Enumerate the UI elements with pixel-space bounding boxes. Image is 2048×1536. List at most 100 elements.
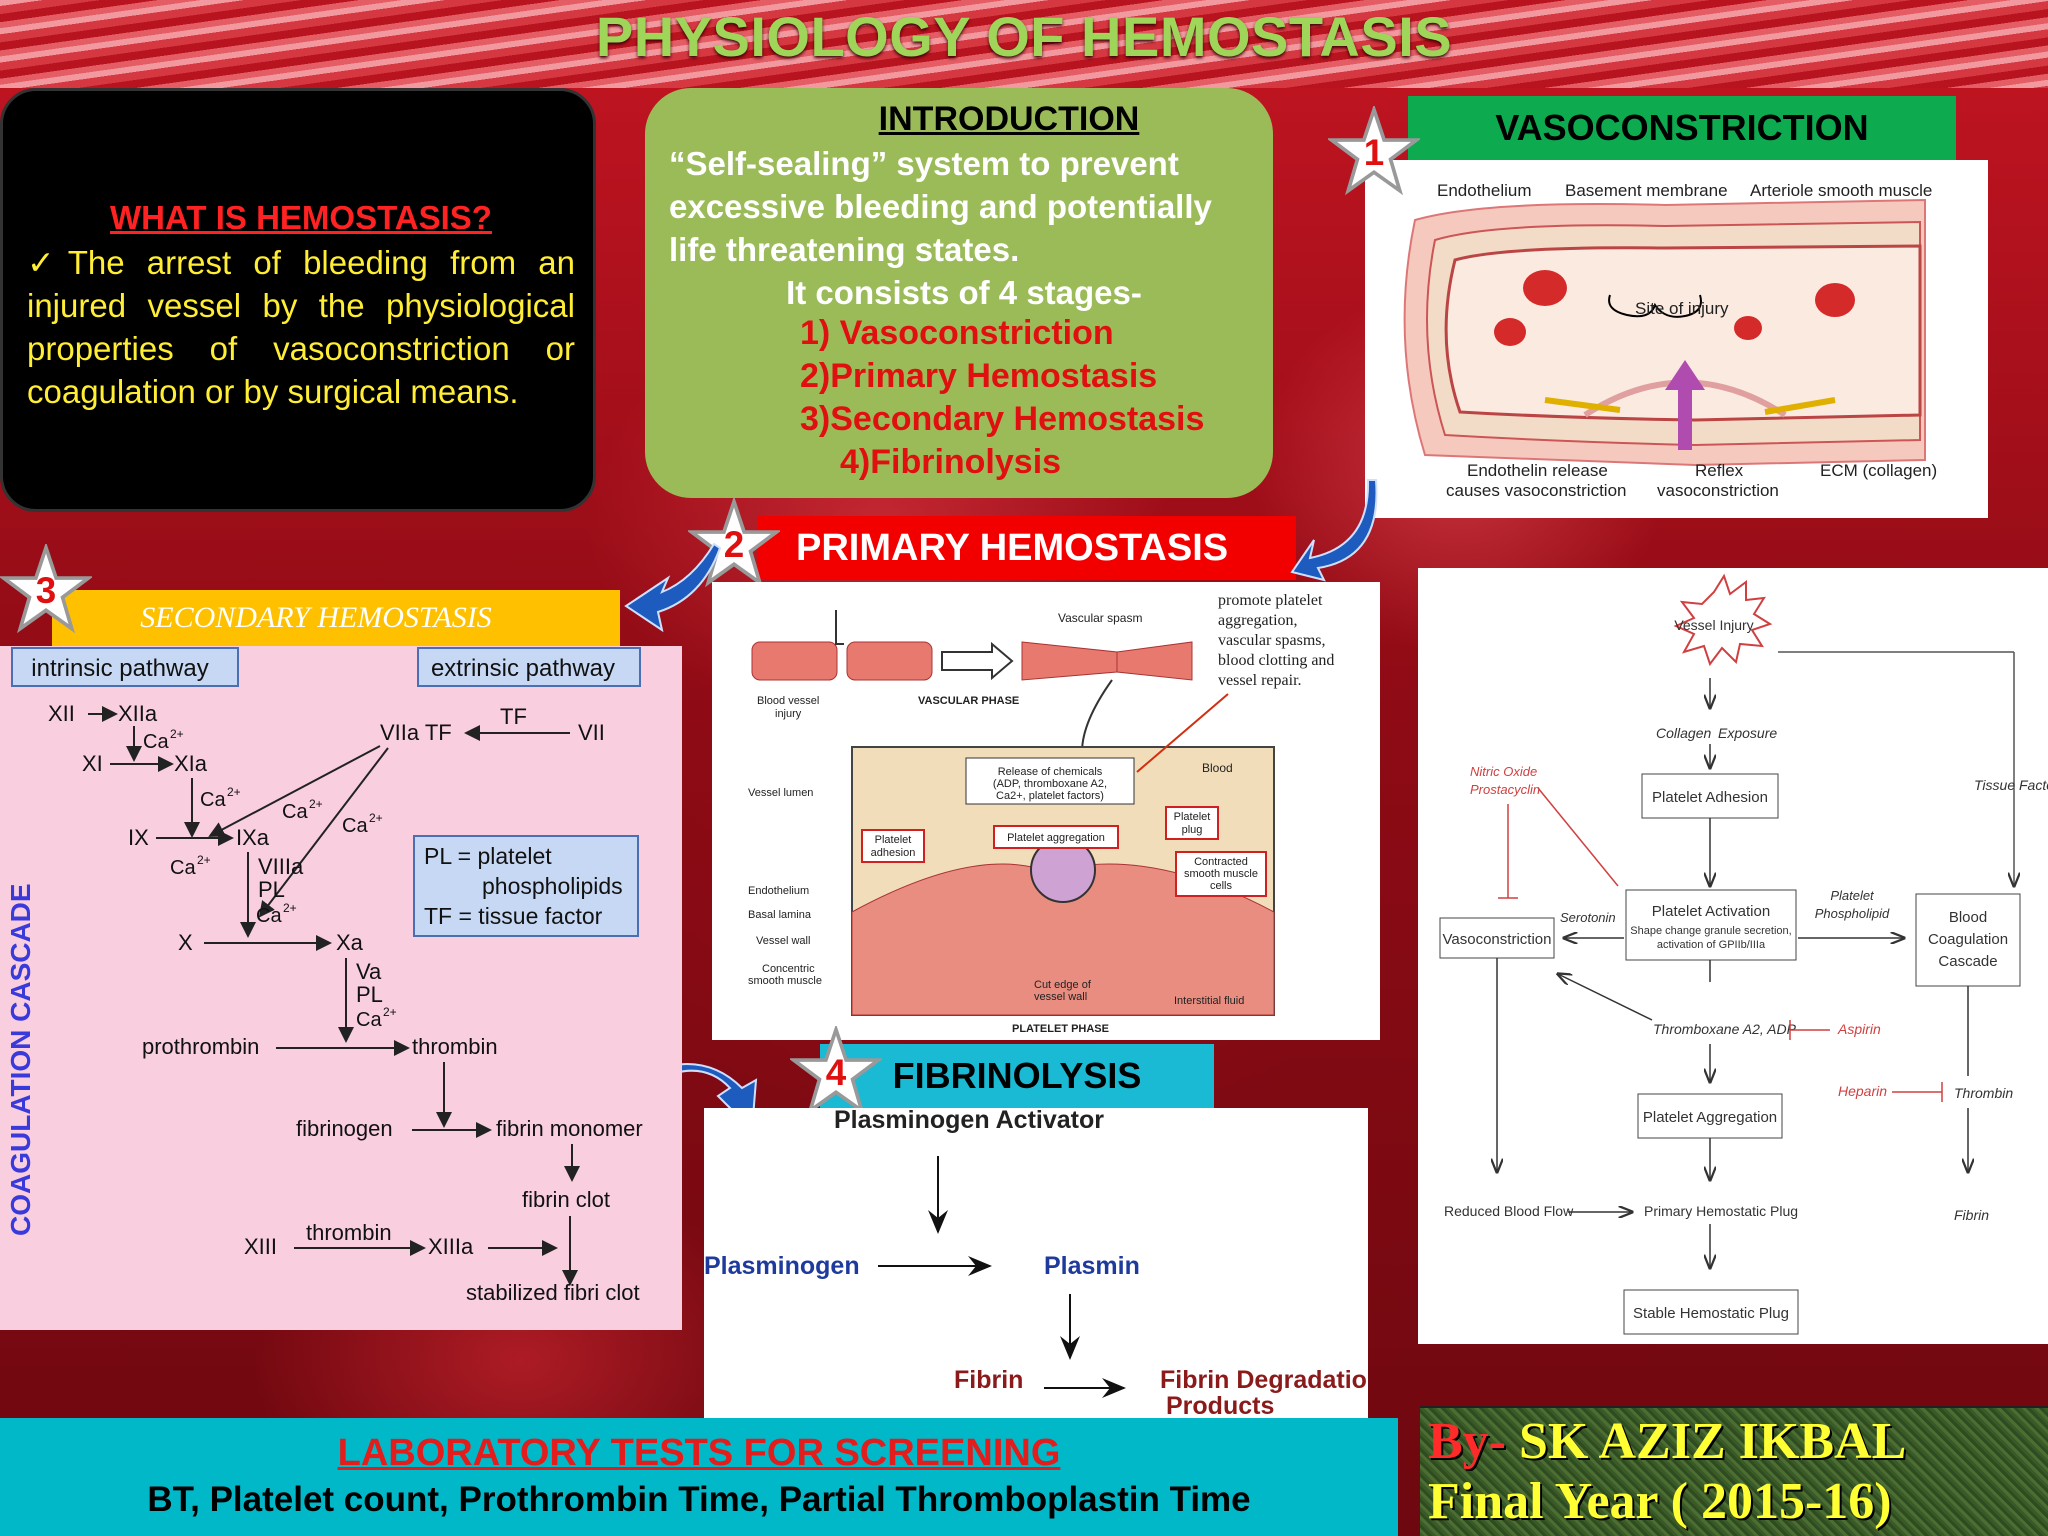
- ca-label: Ca: [256, 905, 282, 927]
- flow-platelet-phospho1: Platelet: [1830, 888, 1875, 903]
- legend-tf: TF = tissue factor: [424, 903, 603, 929]
- flow-collagen: Collagen: [1656, 725, 1711, 741]
- what-is-heading: WHAT IS HEMOSTASIS?: [110, 199, 492, 236]
- node-XIIIa: XIIIa: [428, 1234, 474, 1259]
- fib-plasminogen: Plasminogen: [704, 1252, 860, 1280]
- svg-text:2+: 2+: [309, 797, 323, 811]
- node-IXa: IXa: [236, 825, 270, 850]
- introduction-heading: INTRODUCTION: [878, 100, 1140, 138]
- node-X: X: [178, 930, 193, 955]
- flow-exposure: Exposure: [1718, 725, 1777, 741]
- intrinsic-pathway-label: intrinsic pathway: [31, 655, 208, 682]
- pri-label-concentric2: smooth muscle: [748, 975, 822, 987]
- fib-fdp1: Fibrin Degradation: [1160, 1366, 1368, 1394]
- flow-vessel-injury: Vessel Injury: [1674, 617, 1753, 633]
- stage-4-star-icon: 4: [790, 1026, 882, 1116]
- svg-text:2+: 2+: [383, 1005, 397, 1019]
- flow-blood1: Blood: [1949, 909, 1987, 926]
- stage-2-number: 2: [724, 524, 744, 565]
- ca-label: Ca: [342, 815, 368, 837]
- flow-blood3: Cascade: [1938, 953, 1997, 970]
- stage-4-number: 4: [826, 1052, 847, 1093]
- pri-label-basal-lamina: Basal lamina: [748, 909, 812, 921]
- flow-fibrin: Fibrin: [1954, 1207, 1989, 1223]
- pri-note-line: aggregation,: [1218, 612, 1298, 629]
- curved-arrow-icon: [624, 542, 722, 633]
- pri-note-line: blood clotting and: [1218, 652, 1334, 669]
- vaso-label-endothelin2: causes vasoconstriction: [1446, 481, 1626, 500]
- lab-text: BT, Platelet count, Prothrombin Time, Pa…: [147, 1480, 1251, 1519]
- node-VIIa-TF: VIIa TF: [380, 720, 452, 745]
- pri-label-cut-edge2: vessel wall: [1034, 991, 1087, 1003]
- author-line: By- SK AZIZ IKBAL: [1428, 1412, 1906, 1471]
- pri-label-plug1: Platelet: [1174, 811, 1211, 823]
- pri-label-vessel-wall: Vessel wall: [756, 935, 810, 947]
- ca-label: Ca: [356, 1009, 382, 1031]
- stage-1-star-icon: 1: [1328, 106, 1420, 196]
- svg-text:2+: 2+: [227, 785, 241, 799]
- flow-blood2: Coagulation: [1928, 931, 2008, 948]
- fibrinolysis-heading: FIBRINOLYSIS: [820, 1044, 1214, 1108]
- title-band: [0, 0, 2048, 88]
- author-year: Final Year ( 2015-16): [1428, 1473, 1892, 1530]
- pri-label-release1: Release of chemicals: [998, 766, 1103, 778]
- pri-label-plug2: plug: [1182, 824, 1203, 836]
- vaso-label-reflex1: Reflex: [1695, 461, 1744, 480]
- svg-text:2+: 2+: [369, 811, 383, 825]
- pri-note-line: vessel repair.: [1218, 672, 1302, 689]
- node-stabilized: stabilized fibri clot: [466, 1280, 640, 1305]
- introduction-line1: “Self-sealing” system to prevent excessi…: [669, 145, 1212, 268]
- vasoconstriction-heading: VASOCONSTRICTION: [1408, 96, 1956, 160]
- vaso-label-endothelin1: Endothelin release: [1467, 461, 1608, 480]
- pri-label-adhesion1: Platelet: [875, 834, 912, 846]
- stage-1-number: 1: [1364, 132, 1384, 173]
- what-is-hemostasis-box: WHAT IS HEMOSTASIS? ✓The arrest of bleed…: [0, 88, 596, 512]
- node-fibrin-monomer: fibrin monomer: [496, 1116, 643, 1141]
- flow-platelet-activation: Platelet Activation: [1652, 903, 1770, 920]
- flow-tissue-factor: Tissue Factor: [1974, 777, 2048, 793]
- what-is-text: ✓The arrest of bleeding from an injured …: [27, 244, 575, 410]
- flow-activation-sub1: Shape change granule secretion,: [1630, 925, 1791, 937]
- legend-pl: PL = platelet: [424, 843, 552, 869]
- svg-text:2+: 2+: [283, 901, 297, 915]
- svg-text:2+: 2+: [170, 727, 184, 741]
- flow-nitric2: Prostacyclin: [1470, 782, 1540, 797]
- pri-label-vascular-phase: VASCULAR PHASE: [918, 695, 1019, 707]
- coagulation-cascade-box: COAGULATION CASCADE intrinsic pathway ex…: [0, 646, 682, 1330]
- node-XIII: XIII: [244, 1234, 277, 1259]
- author-by: By-: [1428, 1413, 1506, 1470]
- flow-aspirin: Aspirin: [1837, 1021, 1881, 1037]
- laboratory-tests-box: LABORATORY TESTS FOR SCREENING BT, Plate…: [0, 1418, 1398, 1536]
- curved-arrow-icon: [1290, 479, 1378, 582]
- node-VII: VII: [578, 720, 605, 745]
- pri-label-aggregation: Platelet aggregation: [1007, 832, 1105, 844]
- node-Va: Va: [356, 959, 382, 984]
- fib-fibrin: Fibrin: [954, 1366, 1023, 1394]
- stage-3-star-icon: 3: [0, 544, 92, 634]
- author-box: By- SK AZIZ IKBAL Final Year ( 2015-16): [1420, 1406, 2048, 1536]
- vasoconstriction-figure: Endothelium Basement membrane Arteriole …: [1365, 160, 1988, 518]
- node-PL: PL: [258, 877, 285, 902]
- flow-heparin: Heparin: [1838, 1083, 1887, 1099]
- node-XI: XI: [82, 751, 103, 776]
- legend-pl2: phospholipids: [482, 873, 623, 899]
- pri-label-contracted3: cells: [1210, 880, 1233, 892]
- pri-label-vessel-lumen: Vessel lumen: [748, 787, 813, 799]
- pri-label-contracted1: Contracted: [1194, 856, 1248, 868]
- introduction-text: “Self-sealing” system to prevent excessi…: [669, 142, 1259, 314]
- pri-label-contracted2: smooth muscle: [1184, 868, 1258, 880]
- lab-heading: LABORATORY TESTS FOR SCREENING: [337, 1432, 1061, 1474]
- secondary-heading: SECONDARY HEMOSTASIS: [52, 590, 620, 646]
- node-IX: IX: [128, 825, 149, 850]
- pri-label-adhesion2: adhesion: [871, 847, 916, 859]
- pri-note-line: vascular spasms,: [1218, 632, 1326, 649]
- ca-label: Ca: [282, 801, 308, 823]
- pri-label-cut-edge1: Cut edge of: [1034, 979, 1092, 991]
- node-TF: TF: [500, 704, 527, 729]
- author-name: SK AZIZ IKBAL: [1519, 1413, 1907, 1470]
- pri-label-blood: Blood: [1202, 761, 1233, 775]
- stage-item: 4)Fibrinolysis: [840, 443, 1062, 481]
- fib-fdp2: Products: [1166, 1392, 1274, 1418]
- fib-plasmin: Plasmin: [1044, 1252, 1140, 1280]
- node-thrombin: thrombin: [412, 1034, 498, 1059]
